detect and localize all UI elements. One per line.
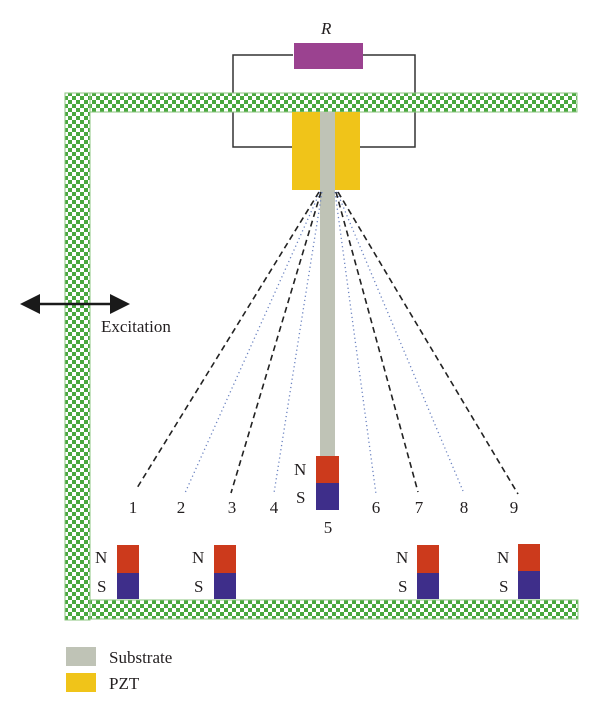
position-label-7: 7 [414,498,424,517]
base-magnet-3-south-label: S [398,577,408,596]
base-magnet-3-north-label: N [396,548,409,567]
position-label-3: 3 [227,498,237,517]
legend-label-pzt: PZT [109,674,140,693]
deflection-line-8 [336,191,464,492]
substrate-beam [320,112,335,457]
deflection-line-7 [335,191,419,493]
tip-magnet-south [316,483,339,510]
base-magnet-1-south-label: S [97,577,107,596]
base-magnet-2-south-label: S [194,577,204,596]
position-label-4: 4 [269,498,279,517]
position-label-2: 2 [176,498,186,517]
tip-magnet-north [316,456,339,483]
base-magnet-3 [417,545,439,599]
base-magnet-4-north-label: N [497,548,510,567]
excitation-arrow-icon [20,294,130,314]
resistor-label: R [321,19,332,38]
tip-magnet-north-label: N [294,460,307,479]
legend-label-substrate: Substrate [109,648,173,667]
position-label-5: 5 [323,518,333,537]
base-magnet-1-north-label: N [95,548,108,567]
pzt-layer-right [334,112,360,190]
base-magnet-2-north [214,545,236,573]
base-magnet-2-north-label: N [192,548,205,567]
base-magnet-1-north [117,545,139,573]
legend-swatch-substrate [66,647,96,666]
base-magnet-2 [214,545,236,599]
position-label-8: 8 [459,498,469,517]
deflection-line-6 [334,191,377,495]
deflection-line-4 [273,191,323,494]
deflection-line-9 [337,191,519,495]
deflection-lines [136,191,519,495]
frame-bottom-beam [89,599,579,620]
excitation-label: Excitation [101,317,171,336]
pzt-layer-left [292,112,320,190]
base-magnet-3-north [417,545,439,573]
deflection-line-2 [184,191,321,494]
base-magnet-1 [117,545,139,599]
legend-swatch-pzt [66,673,96,692]
tip-magnet-south-label: S [296,488,306,507]
deflection-line-1 [136,191,320,489]
base-magnet-4-south-label: S [499,577,509,596]
base-magnet-1-south [117,573,139,599]
base-magnet-4-south [518,571,540,599]
position-label-1: 1 [128,498,138,517]
resistor [294,43,363,69]
position-label-9: 9 [509,498,519,517]
position-label-6: 6 [371,498,381,517]
base-magnet-4 [518,544,540,599]
base-magnet-4-north [518,544,540,571]
tip-magnet [316,456,339,510]
frame-top-beam [64,92,578,113]
base-magnet-2-south [214,573,236,599]
frame-left-column [64,92,91,621]
deflection-line-3 [230,191,322,494]
base-magnet-3-south [417,573,439,599]
